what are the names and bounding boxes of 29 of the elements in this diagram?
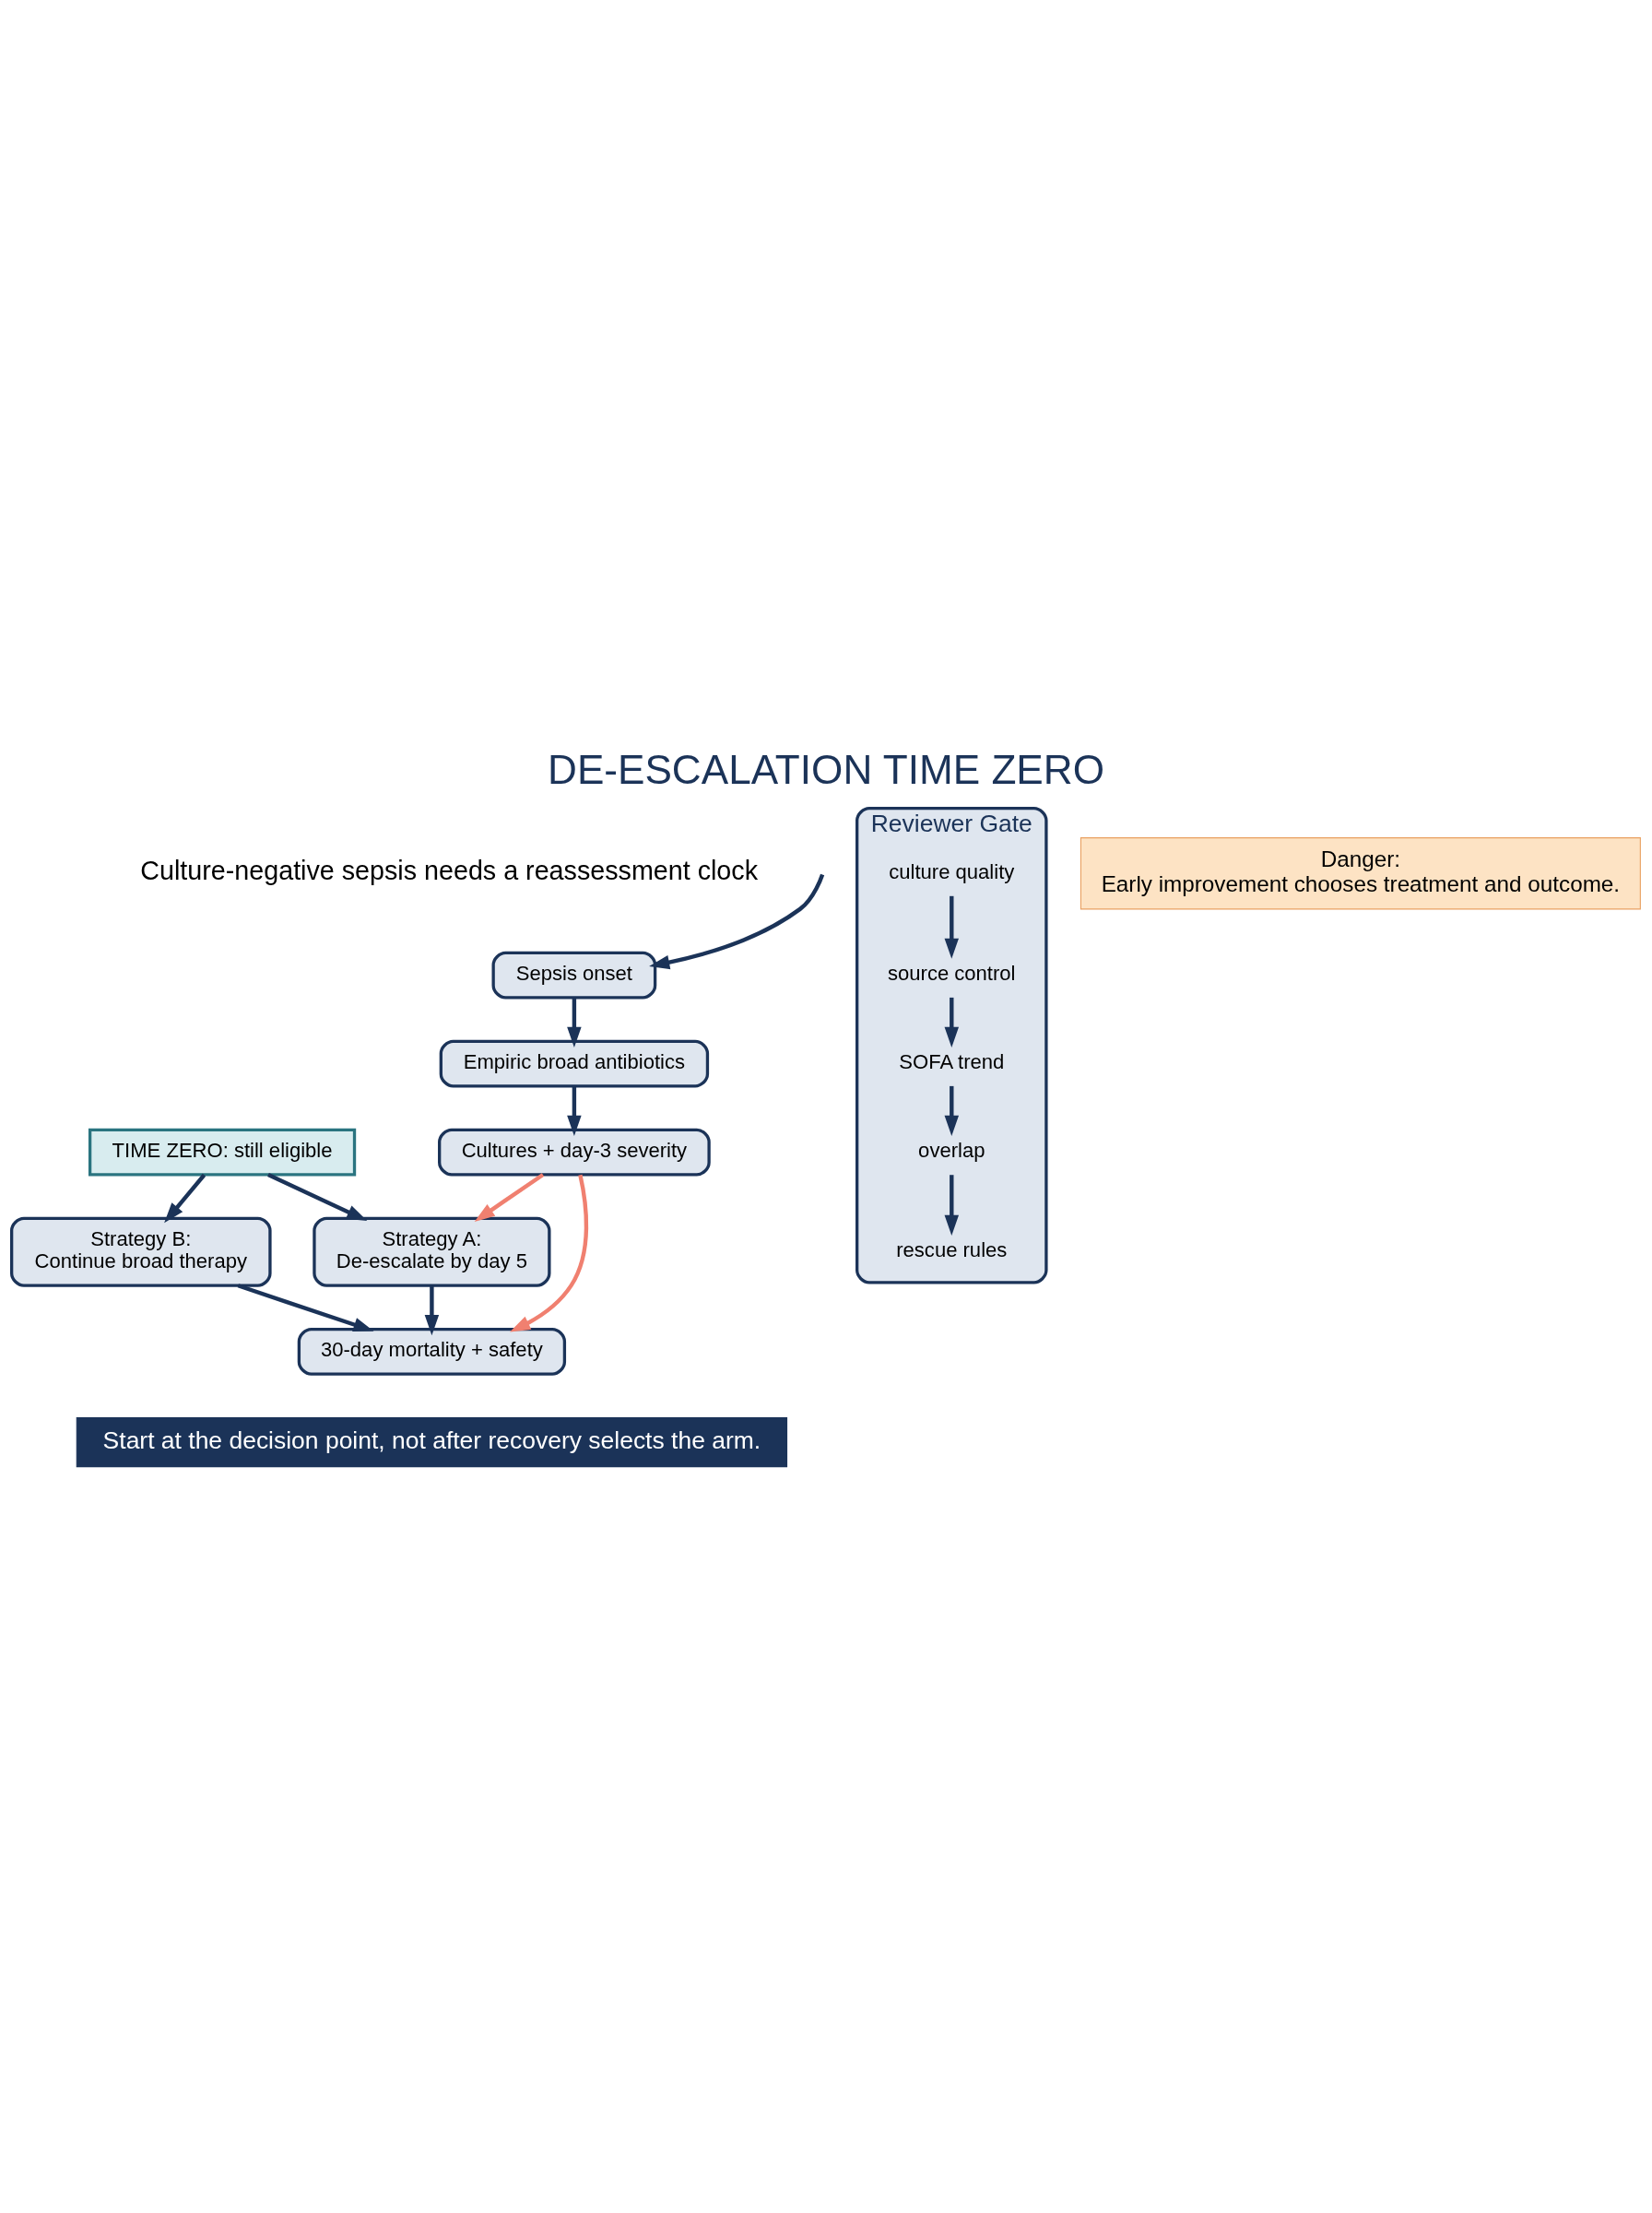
arrow — [474, 1172, 545, 1222]
label: Culture-negative sepsis needs a reassessment clock — [140, 855, 759, 885]
node-text: overlap — [918, 1138, 985, 1162]
node-box: 30-day mortality + safety — [297, 1327, 567, 1376]
node-box: Strategy B: Continue broad therapy — [10, 1216, 272, 1287]
node-box: Sepsis onset — [491, 951, 657, 1000]
node-text: SOFA trend — [899, 1049, 1005, 1073]
node-box: Danger: Early improvement chooses treatment and outcome. — [1080, 836, 1641, 909]
node-box: Cultures + day-3 severity — [438, 1128, 711, 1177]
arrow — [424, 1284, 440, 1335]
node-box: TIME ZERO: still eligible — [88, 1128, 357, 1177]
node-box: Empiric broad antibiotics — [439, 1039, 710, 1088]
arrow — [237, 1283, 374, 1331]
arrow — [944, 997, 960, 1047]
arrow — [164, 1173, 206, 1223]
arrow — [510, 1174, 589, 1331]
arrow — [944, 895, 960, 959]
node-box: Strategy A: De-escalate by day 5 — [313, 1216, 551, 1287]
node-text: rescue rules — [896, 1237, 1008, 1261]
node-text: source control — [888, 961, 1016, 985]
caption: Start at the decision point, not after recovery selects the arm. — [102, 1426, 761, 1454]
arrow — [267, 1172, 368, 1221]
arrow — [944, 1085, 960, 1136]
diagram-title: DE-ESCALATION TIME ZERO — [548, 746, 1104, 792]
arrow — [944, 1174, 960, 1236]
arrow — [649, 873, 825, 969]
node-text: culture quality — [889, 859, 1015, 883]
arrow — [567, 1085, 582, 1136]
arrow — [567, 997, 582, 1047]
